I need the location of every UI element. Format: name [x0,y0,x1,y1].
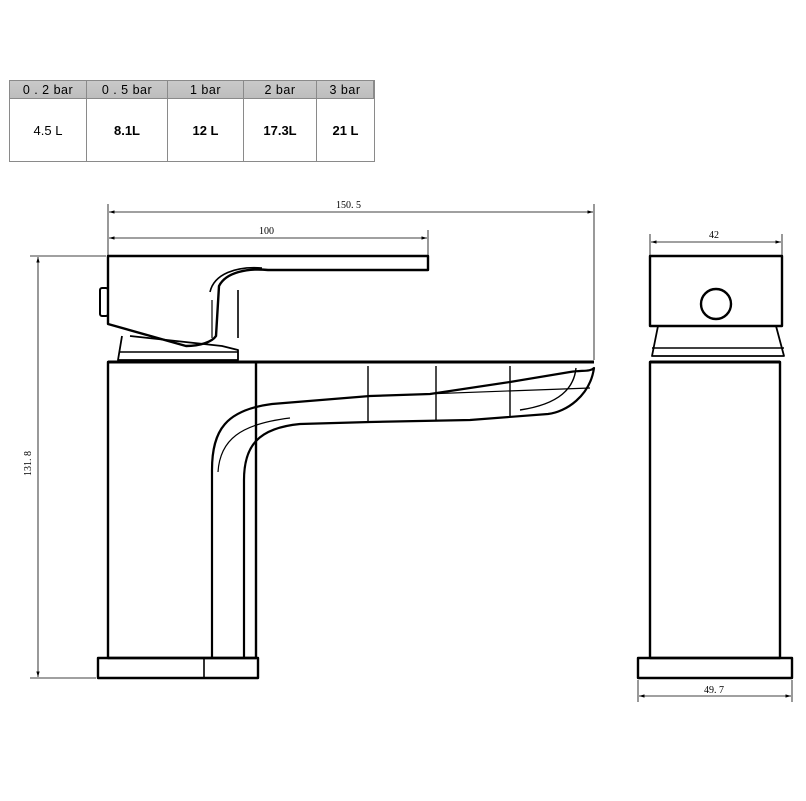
pressure-header: 2 bar [244,81,317,98]
handle-length-label: 100 [259,226,274,237]
top-width-label: 42 [709,230,719,241]
collar-end [651,325,785,357]
flow-rate-table: 0 . 2 bar 0 . 5 bar 1 bar 2 bar 3 bar 4.… [9,80,375,162]
lever-end [648,254,784,328]
base-end [636,656,794,680]
pressure-header: 0 . 5 bar [87,81,168,98]
flow-value: 21 L [317,98,374,162]
flow-value: 8.1L [87,98,168,162]
pressure-header: 3 bar [317,81,374,98]
body-end [648,360,782,660]
faucet-body [106,360,258,660]
overall-length-label: 150. 5 [336,200,361,211]
pressure-header: 1 bar [168,81,244,98]
faucet-end-view [636,254,794,680]
spout [210,366,596,658]
flow-value: 17.3L [244,98,317,162]
rear-button-end [699,287,733,321]
lever-collar [117,335,239,361]
base-width-label: 49. 7 [704,685,724,696]
table-header-row [10,81,374,98]
flow-value: 4.5 L [10,98,87,162]
pressure-header: 0 . 2 bar [10,81,87,98]
faucet-base [96,656,260,680]
height-label: 131. 8 [23,451,34,476]
rear-button [99,287,109,317]
flow-value: 12 L [168,98,244,162]
faucet-side-view [96,254,596,680]
lever-handle [106,254,430,348]
